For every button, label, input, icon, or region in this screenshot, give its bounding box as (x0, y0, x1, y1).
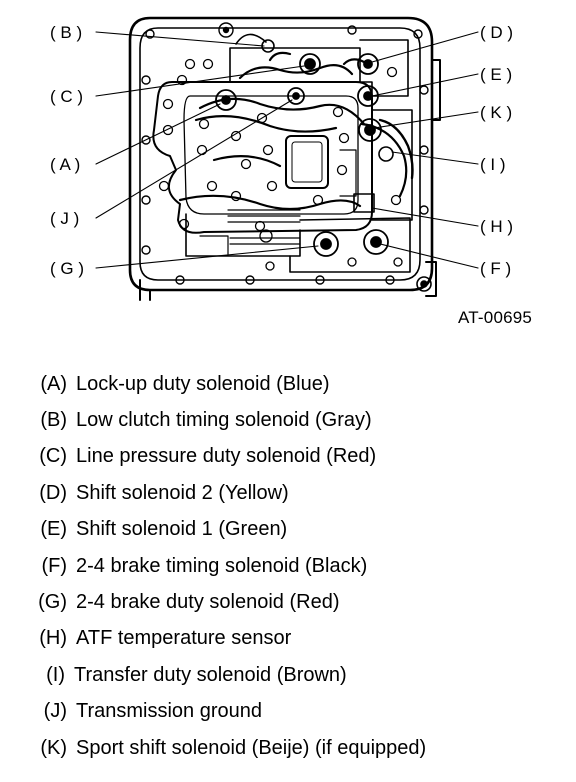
legend-text: Line pressure duty solenoid (Red) (76, 445, 377, 468)
lower-hatched-bar (227, 209, 301, 245)
solenoid-f (363, 229, 389, 255)
legend-item: (B) Low clutch timing solenoid (Gray) (0, 402, 576, 438)
mid-detail (199, 149, 357, 255)
callout-c: ( C ) (50, 87, 83, 106)
legend-code: (I) (46, 663, 65, 686)
legend-text: Shift solenoid 2 (Yellow) (76, 481, 289, 504)
callout-h: ( H ) (480, 217, 513, 236)
legend-item: (I) Transfer duty solenoid (Brown) (0, 657, 576, 693)
callout-b: ( B ) (50, 23, 82, 42)
lower-right-housing (289, 217, 411, 273)
legend-text: Lock-up duty solenoid (Blue) (76, 372, 330, 395)
solenoid-d (357, 53, 379, 75)
ground-bolt (416, 276, 432, 292)
legend-code: (C) (39, 445, 67, 468)
valve-body-diagram: ( B ) ( C ) ( A ) ( J ) ( G ) ( D ) ( E … (50, 16, 513, 301)
legend-code: (E) (40, 518, 67, 541)
legend-code: (J) (43, 700, 67, 723)
legend-code: (D) (39, 481, 67, 504)
callout-a: ( A ) (50, 155, 80, 174)
legend-text: Transmission ground (76, 700, 263, 723)
case-right-tab (431, 59, 441, 121)
callout-g: ( G ) (50, 259, 84, 278)
legend-code: (B) (40, 409, 67, 432)
legend-list: (A) Lock-up duty solenoid (Blue) (B) Low c… (0, 366, 576, 766)
legend-item: (F) 2-4 brake timing solenoid (Black) (0, 548, 576, 584)
legend-item: (K) Sport shift solenoid (Beije) (if equi… (0, 730, 576, 766)
case-lower-left-leg (139, 279, 151, 301)
legend-text: ATF temperature sensor (76, 627, 292, 650)
case-lower-right-leg (425, 261, 437, 297)
legend-text: Transfer duty solenoid (Brown) (74, 663, 347, 686)
legend-item: (E) Shift solenoid 1 (Green) (0, 512, 576, 548)
figure-id: AT-00695 (458, 308, 533, 327)
flange-bolts (141, 22, 429, 285)
solenoid-a (215, 89, 237, 111)
callout-d: ( D ) (480, 23, 513, 42)
legend-code: (G) (38, 591, 67, 614)
legend-item: (C) Line pressure duty solenoid (Red) (0, 439, 576, 475)
legend-text: 2-4 brake duty solenoid (Red) (76, 591, 340, 614)
transfer-wire (378, 118, 414, 180)
legend-code: (A) (40, 372, 67, 395)
solenoid-e (357, 85, 379, 107)
legend-item: (A) Lock-up duty solenoid (Blue) (0, 366, 576, 402)
legend-item: (J) Transmission ground (0, 694, 576, 730)
legend-code: (H) (39, 627, 67, 650)
legend-item: (D) Shift solenoid 2 (Yellow) (0, 475, 576, 511)
atf-sensor-i (378, 146, 394, 162)
callout-j: ( J ) (50, 209, 79, 228)
lower-left-housing (185, 213, 301, 257)
solenoid-c (299, 53, 321, 75)
solenoid-g (313, 231, 339, 257)
valve-body-inner-outline (183, 95, 359, 215)
legend-code: (K) (40, 736, 67, 759)
right-upper-block (359, 39, 409, 97)
callout-e: ( E ) (480, 65, 512, 84)
legend-item: (G) 2-4 brake duty solenoid (Red) (0, 584, 576, 620)
oil-pan-inner-rim (139, 27, 421, 281)
oil-pan-flange (128, 16, 434, 292)
legend-item: (H) ATF temperature sensor (0, 621, 576, 657)
callout-k: ( K ) (480, 103, 512, 122)
wire-harness (178, 51, 408, 211)
bracket-h (353, 193, 375, 213)
legend-text: Sport shift solenoid (Beije) (if equippe… (76, 736, 427, 759)
solenoid-j (287, 87, 305, 105)
callout-f: ( F ) (480, 259, 511, 278)
valve-body-window (285, 135, 329, 189)
solenoid-k (358, 118, 382, 142)
legend-text: 2-4 brake timing solenoid (Black) (76, 554, 368, 577)
legend-text: Low clutch timing solenoid (Gray) (76, 409, 372, 432)
callout-i: ( I ) (480, 155, 506, 174)
valve-body-window-inner (291, 141, 323, 183)
legend-text: Shift solenoid 1 (Green) (76, 518, 288, 541)
solenoid-b (235, 33, 275, 53)
leader-lines (95, 31, 479, 269)
legend-code: (F) (41, 554, 67, 577)
